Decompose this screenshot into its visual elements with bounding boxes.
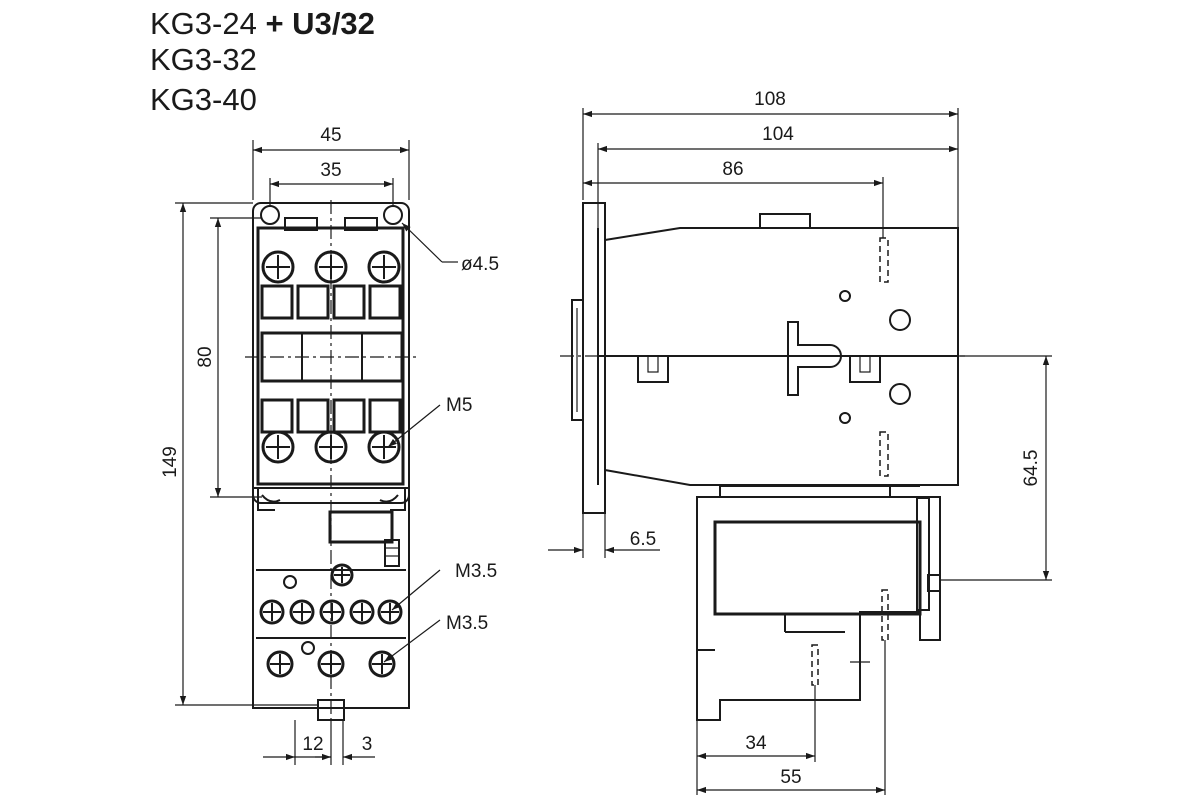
dim-depth-mount: 86 [722, 159, 743, 180]
dim-relay-a: 34 [745, 733, 767, 754]
callout-mount-hole: ø4.5 [461, 254, 499, 275]
dim-bottom-a: 12 [302, 734, 323, 755]
dim-height-mount: 80 [195, 346, 216, 367]
title-line-1: KG3-24 + U3/32 [150, 8, 375, 39]
dim-height-total: 149 [160, 446, 181, 478]
mount-hole-left [260, 205, 280, 225]
side-view: 108 104 86 6.5 64.5 34 [548, 89, 1052, 795]
side-relay-knob [927, 574, 941, 592]
dim-width-mount: 35 [320, 160, 341, 181]
din-rail-clip [571, 299, 583, 421]
relay-indicator [283, 575, 297, 589]
dim-bottom-b: 3 [362, 734, 373, 755]
side-top-tab [759, 213, 811, 229]
side-mount-plate [582, 202, 606, 514]
dim-height-offset: 64.5 [1021, 450, 1042, 487]
title-model-kg3-24: KG3-24 [150, 6, 257, 41]
mount-hole-right [383, 205, 403, 225]
side-contactor-body [604, 227, 959, 486]
callout-aux-screw-1: M3.5 [455, 561, 497, 582]
side-relay-cover [713, 520, 922, 616]
callout-main-screw: M5 [446, 395, 472, 416]
dim-rail-offset: 6.5 [630, 529, 656, 550]
side-actuator [787, 321, 842, 396]
upper-terminal-windows [260, 284, 402, 320]
callout-aux-screw-2: M3.5 [446, 613, 488, 634]
dim-depth-total: 108 [754, 89, 786, 110]
relay-aux-screws [259, 599, 403, 625]
title-line-2: KG3-32 [150, 42, 257, 77]
relay-dial [328, 510, 394, 544]
side-relay-body [696, 496, 941, 721]
title-line-3: KG3-40 [150, 82, 257, 117]
dim-depth-main: 104 [762, 124, 794, 145]
front-view: 45 35 149 80 12 3 [160, 125, 499, 765]
dim-relay-b: 55 [780, 767, 801, 788]
relay-adjust-screw [330, 563, 354, 587]
lower-terminal-windows [260, 398, 402, 434]
title-overload-relay: + U3/32 [265, 6, 375, 41]
dim-width-outer: 45 [320, 125, 341, 146]
relay-reset [384, 539, 400, 567]
front-top-clip-right [344, 217, 378, 231]
front-top-clip-left [284, 217, 318, 231]
